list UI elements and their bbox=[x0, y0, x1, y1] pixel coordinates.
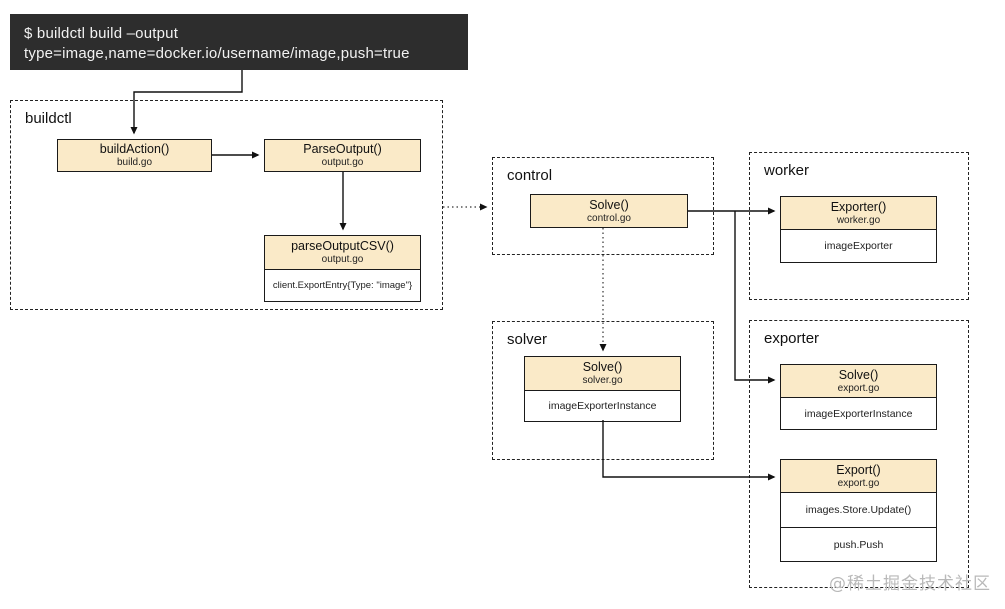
watermark-text: @稀土掘金技术社区 bbox=[829, 574, 991, 594]
node-exporter-export: Export() export.go images.Store.Update()… bbox=[780, 459, 937, 562]
node-exporter-solve-header: Solve() export.go bbox=[781, 365, 936, 398]
group-control-label: control bbox=[507, 167, 553, 184]
node-title: Export() bbox=[836, 462, 881, 477]
group-exporter-label: exporter bbox=[764, 330, 820, 347]
node-title: parseOutputCSV() bbox=[291, 239, 394, 253]
node-file: export.go bbox=[837, 477, 880, 489]
node-file: worker.go bbox=[836, 214, 881, 226]
group-solver-label: solver bbox=[507, 331, 548, 348]
node-file: build.go bbox=[116, 157, 153, 168]
node-title: Solve() bbox=[589, 197, 629, 212]
node-title: buildAction() bbox=[99, 142, 170, 156]
terminal-command-line2: type=image,name=docker.io/username/image… bbox=[24, 45, 410, 62]
node-parseoutputcsv: parseOutputCSV() output.go client.Export… bbox=[264, 235, 421, 302]
node-buildaction: buildAction() build.go bbox=[57, 139, 212, 172]
node-detail: imageExporter bbox=[781, 230, 936, 262]
node-parseoutput: ParseOutput() output.go bbox=[264, 139, 421, 172]
node-solver-solve-header: Solve() solver.go bbox=[525, 357, 680, 391]
node-exporter-solve: Solve() export.go imageExporterInstance bbox=[780, 364, 937, 430]
node-detail: images.Store.Update() bbox=[781, 493, 936, 527]
node-title: Solve() bbox=[582, 360, 623, 374]
node-detail: imageExporterInstance bbox=[781, 398, 936, 429]
node-detail: imageExporterInstance bbox=[525, 391, 680, 421]
node-file: solver.go bbox=[582, 375, 623, 386]
node-control-solve-header: Solve() control.go bbox=[531, 195, 687, 227]
node-worker-exporter-header: Exporter() worker.go bbox=[781, 197, 936, 230]
node-title: Solve() bbox=[838, 367, 879, 382]
node-parseoutput-header: ParseOutput() output.go bbox=[265, 140, 420, 171]
node-file: output.go bbox=[321, 254, 364, 265]
node-buildaction-header: buildAction() build.go bbox=[58, 140, 211, 171]
node-file: export.go bbox=[837, 382, 880, 394]
node-detail: push.Push bbox=[781, 527, 936, 561]
node-file: output.go bbox=[321, 157, 364, 168]
group-worker-label: worker bbox=[764, 162, 810, 179]
node-exporter-export-header: Export() export.go bbox=[781, 460, 936, 493]
node-parseoutputcsv-header: parseOutputCSV() output.go bbox=[265, 236, 420, 270]
node-detail: client.ExportEntry{Type: "image"} bbox=[265, 270, 420, 301]
node-solver-solve: Solve() solver.go imageExporterInstance bbox=[524, 356, 681, 422]
node-control-solve: Solve() control.go bbox=[530, 194, 688, 228]
terminal-command-line1: $ buildctl build –output bbox=[24, 25, 179, 42]
terminal-command-box: $ buildctl build –output type=image,name… bbox=[10, 14, 468, 70]
node-file: control.go bbox=[587, 212, 631, 224]
group-buildctl-label: buildctl bbox=[25, 110, 72, 127]
node-title: ParseOutput() bbox=[303, 142, 382, 156]
node-title: Exporter() bbox=[830, 199, 887, 214]
node-worker-exporter: Exporter() worker.go imageExporter bbox=[780, 196, 937, 263]
